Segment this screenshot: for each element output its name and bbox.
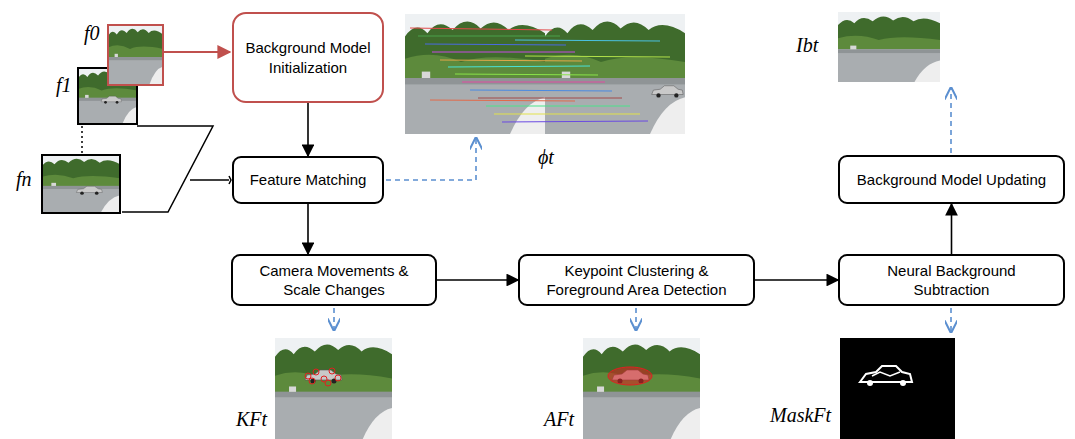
flow-arrow: [307, 204, 309, 254]
flow-arrow: [951, 204, 953, 254]
image-label: fn: [16, 168, 32, 191]
flow-arrow: [755, 279, 838, 281]
frame-f0: [108, 25, 163, 85]
frame-fn: [42, 155, 120, 213]
process-box: Feature Matching: [232, 156, 384, 204]
image-label: AFt: [544, 408, 574, 431]
image-label: f0: [84, 22, 100, 45]
keypoints-image: [275, 338, 392, 439]
flow-arrow: [307, 103, 309, 156]
red-arrow: [164, 51, 230, 53]
image-label: Ibt: [796, 34, 818, 57]
flow-arrow: [437, 279, 518, 281]
box-text: Background Model Updating: [857, 170, 1046, 190]
process-box: Camera Movements & Scale Changes: [231, 254, 437, 306]
foreground-area-image: [583, 338, 700, 439]
box-text: Feature Matching: [250, 170, 367, 190]
box-text: Keypoint Clustering & Foreground Area De…: [528, 261, 745, 300]
process-box: Background Model Updating: [838, 155, 1065, 204]
process-box: Neural Background Subtraction: [838, 254, 1065, 306]
start-box: Background Model Initialization: [232, 12, 384, 103]
image-label: MaskFt: [770, 404, 831, 427]
box-text: Background Model Initialization: [242, 38, 374, 77]
bracket: [122, 126, 213, 212]
matching-image: [405, 14, 685, 134]
image-label: f1: [56, 74, 72, 97]
process-box: Keypoint Clustering & Foreground Area De…: [518, 254, 755, 306]
image-label: KFt: [236, 408, 267, 431]
box-text: Camera Movements & Scale Changes: [241, 261, 427, 300]
dotted-line: [81, 126, 83, 153]
background-image: [838, 12, 940, 82]
image-label: ϕt: [538, 146, 554, 169]
bracket-arrow: [190, 179, 229, 181]
box-text: Neural Background Subtraction: [848, 261, 1055, 300]
mask-image: [840, 338, 955, 439]
